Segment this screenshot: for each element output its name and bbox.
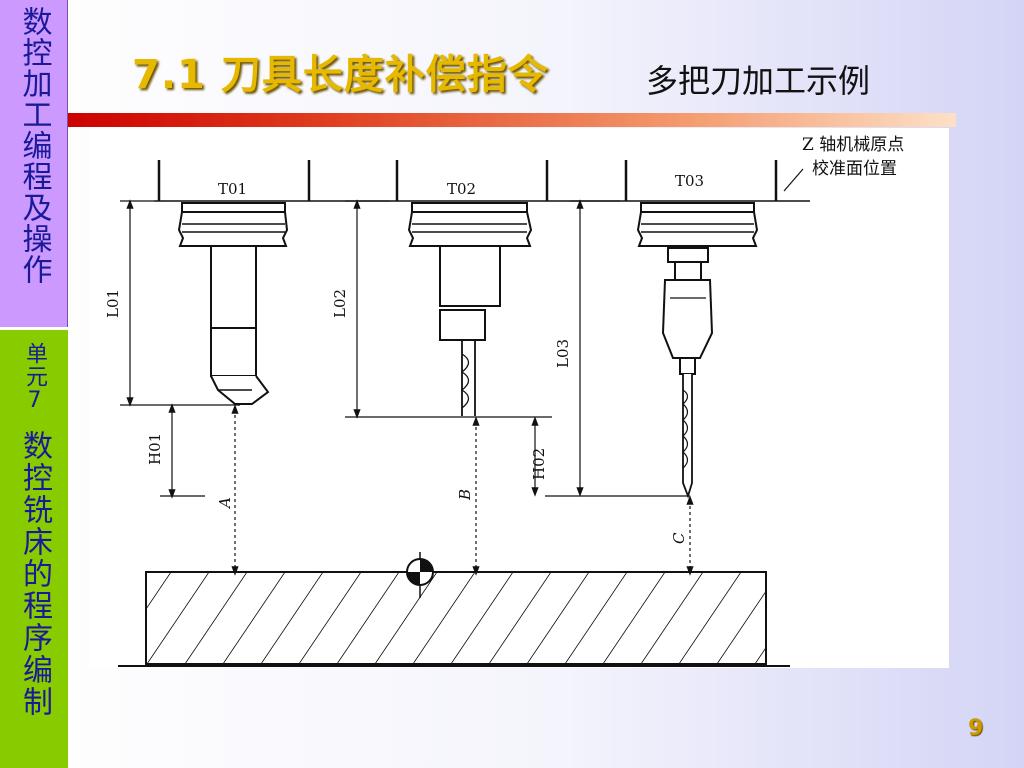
- tool-label-t03: T03: [675, 172, 704, 190]
- tool-t01: T01: [157, 160, 311, 405]
- length-label-l01: L01: [104, 289, 122, 318]
- tool-label-t01: T01: [218, 180, 247, 198]
- page-title: 7.1 刀具长度补偿指令: [132, 52, 549, 98]
- page-number: 9: [968, 716, 984, 741]
- distance-label-c: C: [670, 532, 688, 544]
- sidebar-course-panel: 数控加工编程及操作: [0, 0, 68, 327]
- tool-t03: T03: [624, 160, 778, 499]
- tool-length-diagram: Z 轴机械原点 校准面位置 T01 T02: [90, 128, 949, 668]
- length-label-l03: L03: [554, 339, 572, 368]
- note-leader-line: [783, 168, 804, 192]
- reference-note-line2: 校准面位置: [812, 159, 897, 179]
- workpiece: [118, 571, 790, 667]
- diagram-svg: Z 轴机械原点 校准面位置 T01 T02: [104, 135, 904, 667]
- tool-label-t02: T02: [447, 180, 476, 198]
- sidebar-unit-panel: 单元7 数控铣床的程序编制: [0, 327, 68, 768]
- unit-label: 单元7: [22, 342, 47, 414]
- offset-label-h02: H02: [530, 448, 548, 480]
- page-subtitle: 多把刀加工示例: [646, 62, 871, 100]
- length-label-l02: L02: [331, 289, 349, 318]
- course-title: 数控加工编程及操作: [16, 6, 52, 285]
- offset-label-h01: H01: [146, 433, 164, 465]
- distance-label-b: B: [456, 489, 474, 501]
- workpiece-origin-symbol: [400, 552, 442, 598]
- title-underline-bar: [68, 113, 956, 127]
- reference-note-line1: Z 轴机械原点: [802, 135, 904, 155]
- distance-label-a: A: [216, 497, 234, 510]
- unit-title: 数控铣床的程序编制: [17, 430, 52, 718]
- tool-t02: T02: [395, 160, 549, 416]
